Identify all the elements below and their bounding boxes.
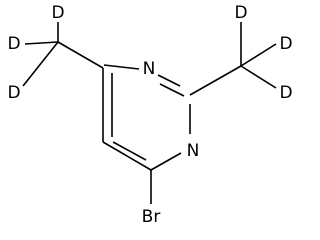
bond-d-left-mid xyxy=(24,41,59,45)
atom-d-left-mid: D xyxy=(7,34,20,54)
atom-d-left-bot: D xyxy=(7,83,20,103)
molecule-structure: N N Br D D D D D D xyxy=(0,0,300,240)
bond-n1-c2-inner xyxy=(157,74,181,87)
atom-d-right-mid: D xyxy=(279,34,292,54)
bond-n3-c6 xyxy=(150,152,182,171)
background xyxy=(0,0,300,240)
bond-c6-c5 xyxy=(102,141,152,171)
atom-labels: N N Br D D D D D D xyxy=(7,3,292,227)
bond-d-left-bot xyxy=(22,41,59,87)
bonds xyxy=(22,22,277,204)
bond-c4-ch3 xyxy=(57,41,104,69)
bond-c2-ch3 xyxy=(189,65,242,96)
bond-c4-n1 xyxy=(103,64,140,70)
atom-d-right-top: D xyxy=(234,3,247,23)
atom-d-left-top: D xyxy=(51,3,64,23)
bond-d-right-bot xyxy=(240,65,277,89)
atom-d-right-bot: D xyxy=(279,83,292,103)
bond-d-right-mid xyxy=(240,43,277,67)
atom-br: Br xyxy=(142,207,161,227)
bond-n1-c2 xyxy=(159,83,185,97)
atom-n3: N xyxy=(187,141,200,161)
atom-n1: N xyxy=(143,59,156,79)
bond-c6-c5-inner xyxy=(112,141,147,161)
